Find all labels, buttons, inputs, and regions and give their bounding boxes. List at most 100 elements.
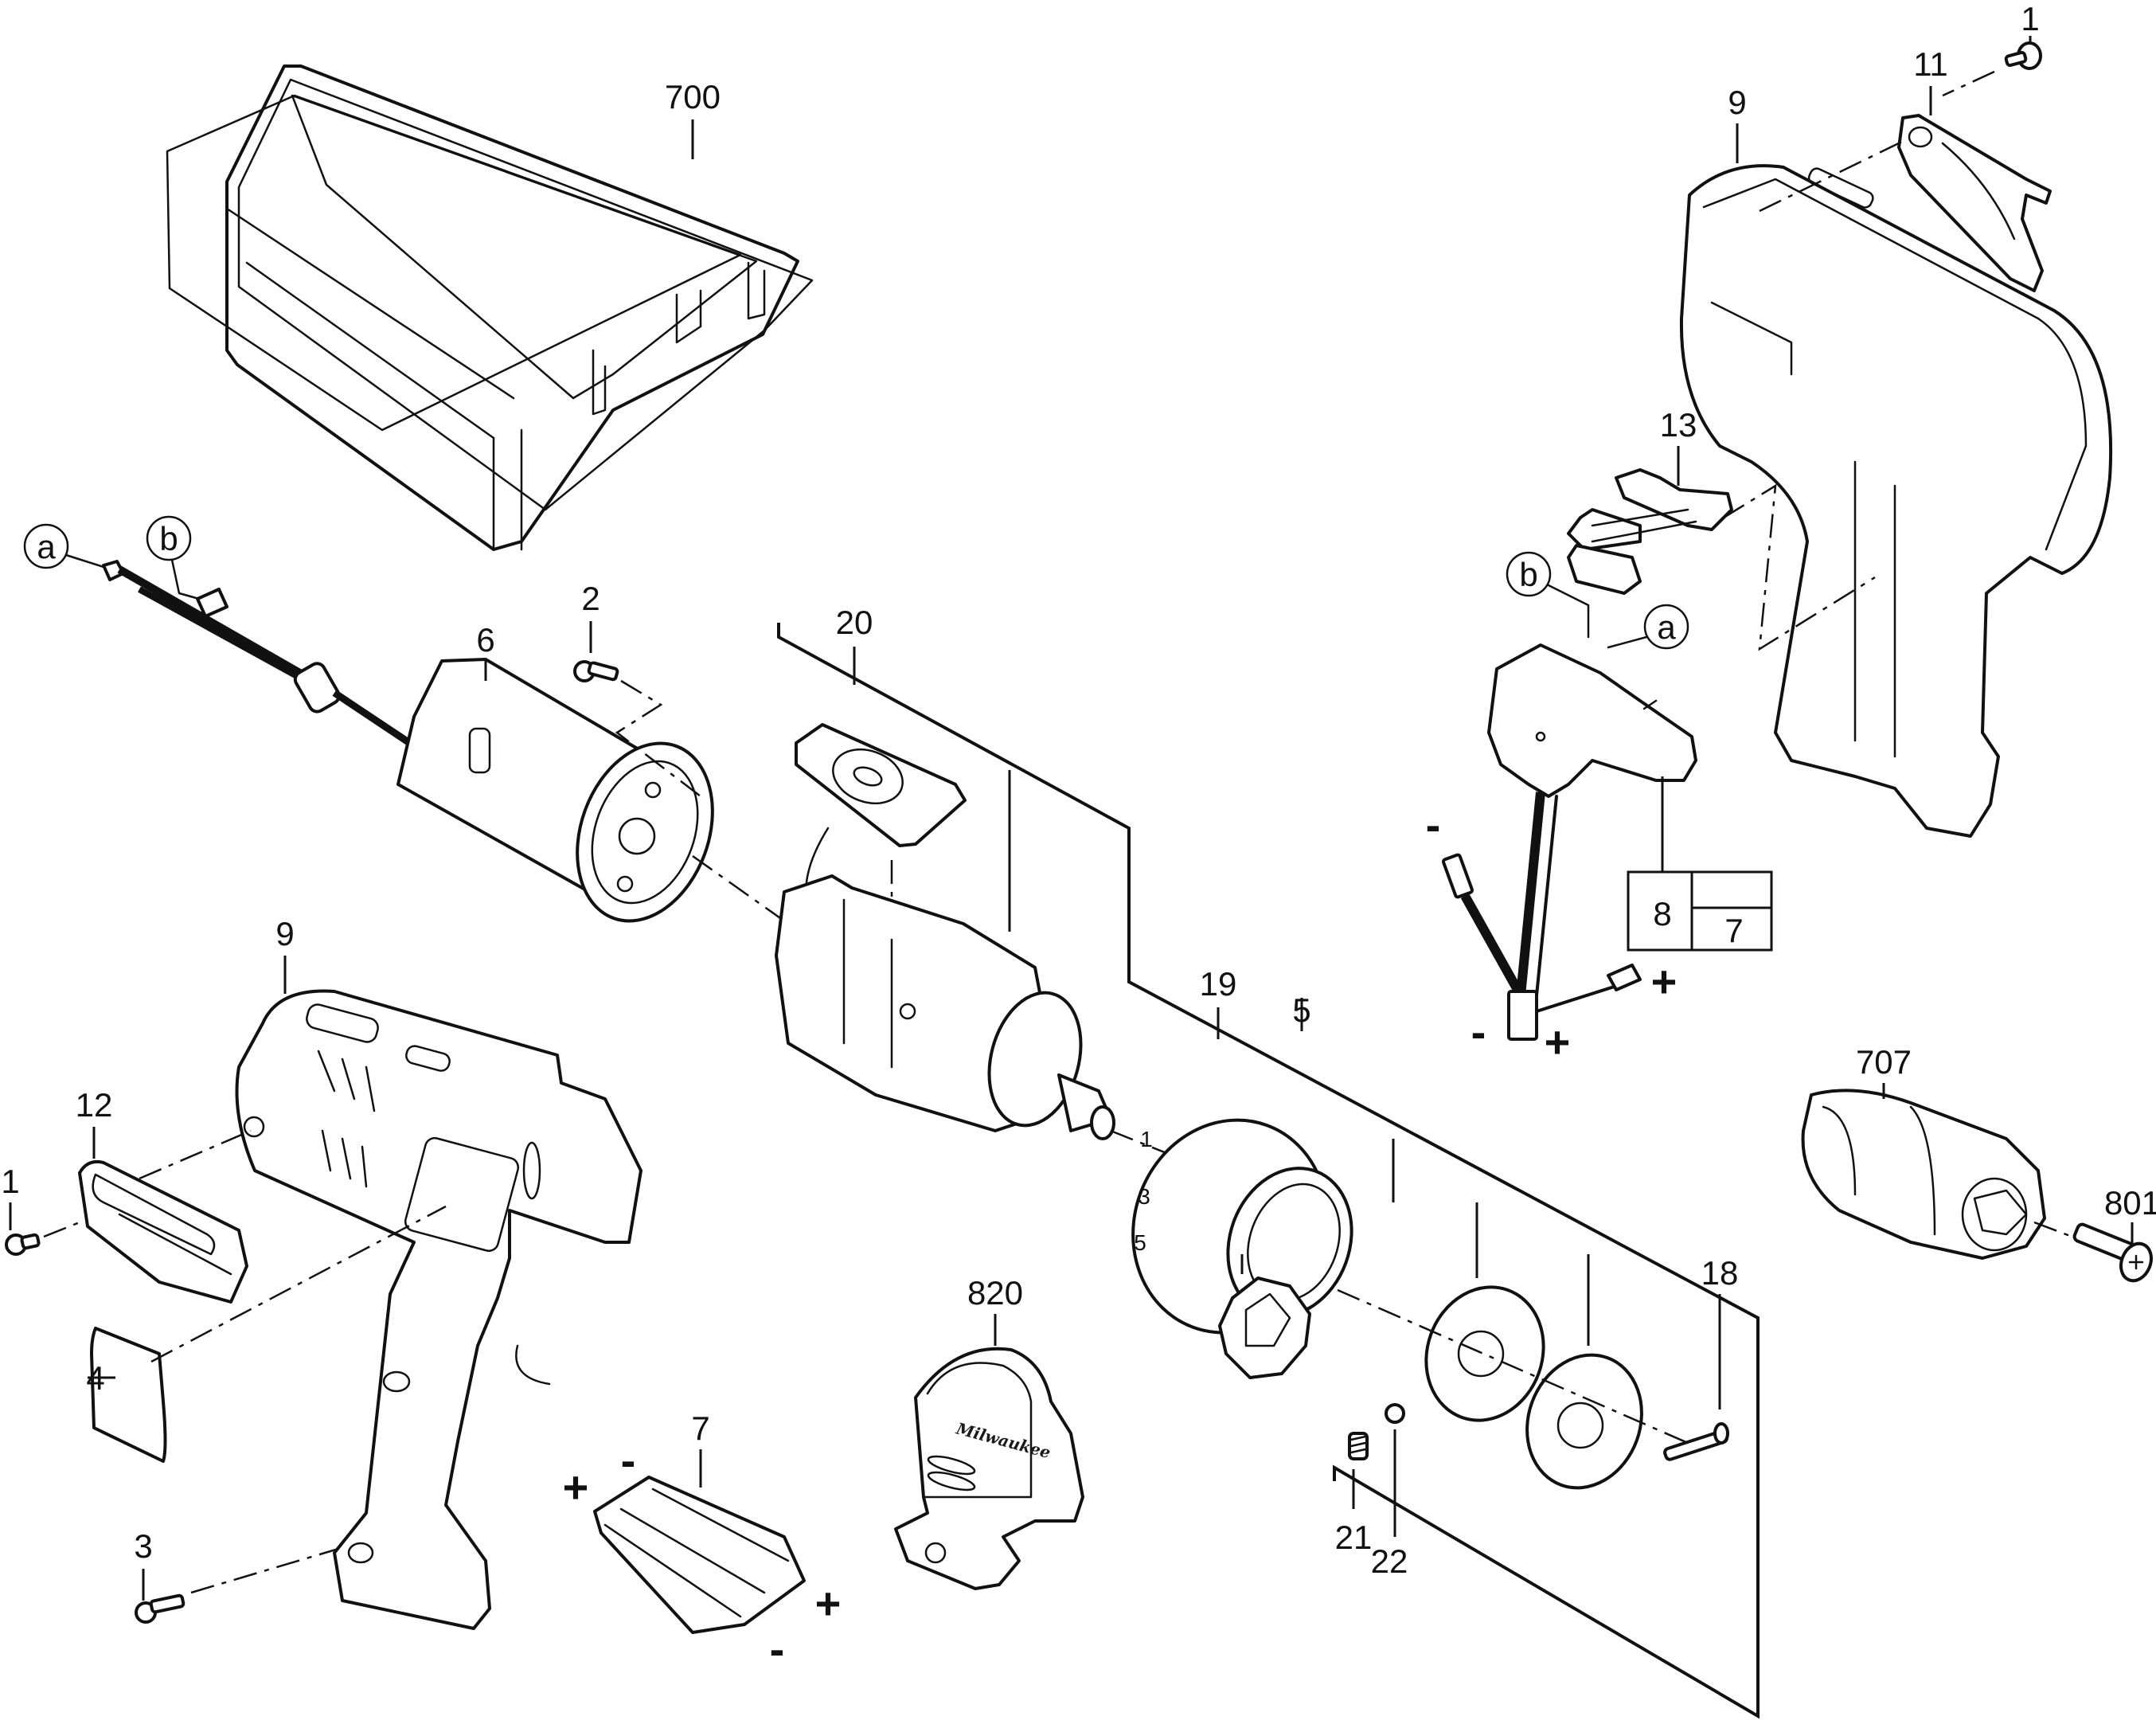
svg-text:9: 9: [1728, 84, 1746, 121]
steel-ball-22: [1385, 1403, 1405, 1424]
svg-text:+: +: [1545, 1017, 1571, 1067]
svg-text:b: b: [1519, 556, 1537, 593]
dial-number: 3: [1138, 1184, 1150, 1209]
switch-axis-line: [1723, 483, 1876, 651]
belt-clip-11: [1897, 114, 2052, 292]
dial-number: 1: [1140, 1127, 1153, 1151]
clip-axis-line: [1759, 138, 1908, 213]
svg-text:-: -: [770, 1624, 785, 1674]
clutch-ring-19: 1 3 5: [1131, 1118, 1353, 1335]
wire-marker-b-left: b: [146, 515, 201, 600]
screw-1-left: [5, 1221, 80, 1256]
svg-text:11: 11: [1913, 45, 1948, 83]
svg-text:b: b: [159, 520, 178, 557]
callout-20: 20: [836, 604, 873, 685]
svg-text:7: 7: [691, 1409, 709, 1447]
svg-text:+: +: [563, 1462, 589, 1512]
svg-text:22: 22: [1371, 1542, 1408, 1580]
callout-820: 820: [967, 1274, 1023, 1346]
screw-1-top: [1942, 41, 2042, 97]
housing-half-right-9: [1679, 164, 2113, 838]
callout-19: 19: [1200, 965, 1237, 1039]
svg-text:12: 12: [76, 1086, 113, 1124]
clip-left-axis-line: [139, 1129, 252, 1180]
svg-text:6: 6: [476, 621, 494, 659]
motor-6: [396, 658, 714, 923]
svg-text:9: 9: [275, 915, 294, 952]
callout-1-left: 1: [1, 1163, 20, 1230]
part-table-left: 8: [1653, 895, 1671, 932]
svg-text:707: 707: [1856, 1043, 1912, 1081]
svg-text:3: 3: [134, 1527, 152, 1565]
callout-11: 11: [1913, 45, 1948, 115]
callout-7-terminal: 7: [691, 1409, 710, 1488]
switch-part-table: 8 7: [1627, 776, 1773, 952]
svg-text:820: 820: [967, 1274, 1023, 1312]
screw-3: [135, 1547, 339, 1624]
svg-text:18: 18: [1701, 1254, 1739, 1292]
screw-801: [2072, 1222, 2153, 1283]
trigger-switch-8: [1441, 643, 1697, 1041]
svg-text:1: 1: [1, 1163, 19, 1200]
label-plate-4: [90, 1327, 167, 1463]
callout-13: 13: [1660, 406, 1697, 486]
callout-18: 18: [1701, 1254, 1739, 1409]
thrust-plate: [1525, 1254, 1643, 1490]
callout-700: 700: [665, 78, 721, 159]
callout-21: 21: [1335, 1469, 1373, 1556]
wire-marker-a-left: a: [23, 523, 105, 569]
direction-switch-13: [1567, 468, 1733, 595]
svg-text:20: 20: [836, 604, 873, 641]
clutch-plate: [1424, 1202, 1545, 1422]
callout-1-top: 1: [2021, 0, 2040, 44]
screw-18: [1663, 1422, 1729, 1461]
toothed-gear-ring: [1218, 1139, 1395, 1379]
callout-9-top: 9: [1728, 84, 1747, 163]
svg-text:a: a: [1657, 608, 1676, 646]
svg-text:19: 19: [1200, 965, 1237, 1003]
svg-text:-: -: [1471, 1007, 1486, 1057]
motor-axis-line: [692, 854, 789, 925]
svg-text:+: +: [815, 1578, 842, 1628]
svg-text:13: 13: [1660, 406, 1697, 444]
callout-6: 6: [476, 621, 495, 681]
svg-text:-: -: [621, 1435, 636, 1485]
callout-3: 3: [134, 1527, 153, 1601]
callout-9-left: 9: [275, 915, 295, 994]
svg-text:a: a: [37, 528, 56, 565]
spindle-axis-line: [1110, 1129, 1171, 1156]
svg-text:801: 801: [2104, 1184, 2156, 1222]
switch-polarity-marks: - - + +: [1426, 799, 1678, 1067]
part-table-right-bottom: 7: [1724, 912, 1743, 949]
chuck-axis-line: [2033, 1221, 2071, 1237]
svg-text:21: 21: [1335, 1519, 1373, 1556]
svg-text:-: -: [1426, 799, 1441, 850]
carrying-case-700: [166, 65, 814, 551]
callout-12: 12: [76, 1086, 113, 1159]
svg-text:1: 1: [2021, 0, 2039, 37]
housing-half-left-9: [235, 989, 643, 1630]
gearbox: [775, 874, 1115, 1140]
selector-plate-20: [795, 723, 967, 933]
callout-4: 4: [86, 1359, 115, 1397]
callout-label: 700: [665, 78, 721, 115]
callout-5: 5: [1292, 991, 1311, 1031]
svg-text:+: +: [1651, 956, 1678, 1007]
wire-marker-a-switch: a: [1607, 604, 1689, 650]
callout-22: 22: [1371, 1429, 1408, 1580]
spring-21: [1348, 1432, 1369, 1460]
label-axis-line: [150, 1205, 447, 1363]
screw-2: [573, 660, 701, 797]
wire-marker-b-switch: b: [1506, 551, 1590, 639]
belt-clip-12: [78, 1159, 248, 1304]
callout-801: 801: [2104, 1184, 2156, 1246]
motor-wire-leads: [102, 560, 432, 760]
battery-terminal-block-7: [593, 1476, 806, 1634]
keyless-chuck-707: [1801, 1089, 2046, 1260]
svg-text:2: 2: [581, 580, 600, 617]
clutch-axis-line: [1337, 1288, 1689, 1445]
callout-2: 2: [581, 580, 600, 653]
terminal-polarity-marks: + - + -: [563, 1435, 842, 1674]
callout-707: 707: [1856, 1043, 1912, 1099]
